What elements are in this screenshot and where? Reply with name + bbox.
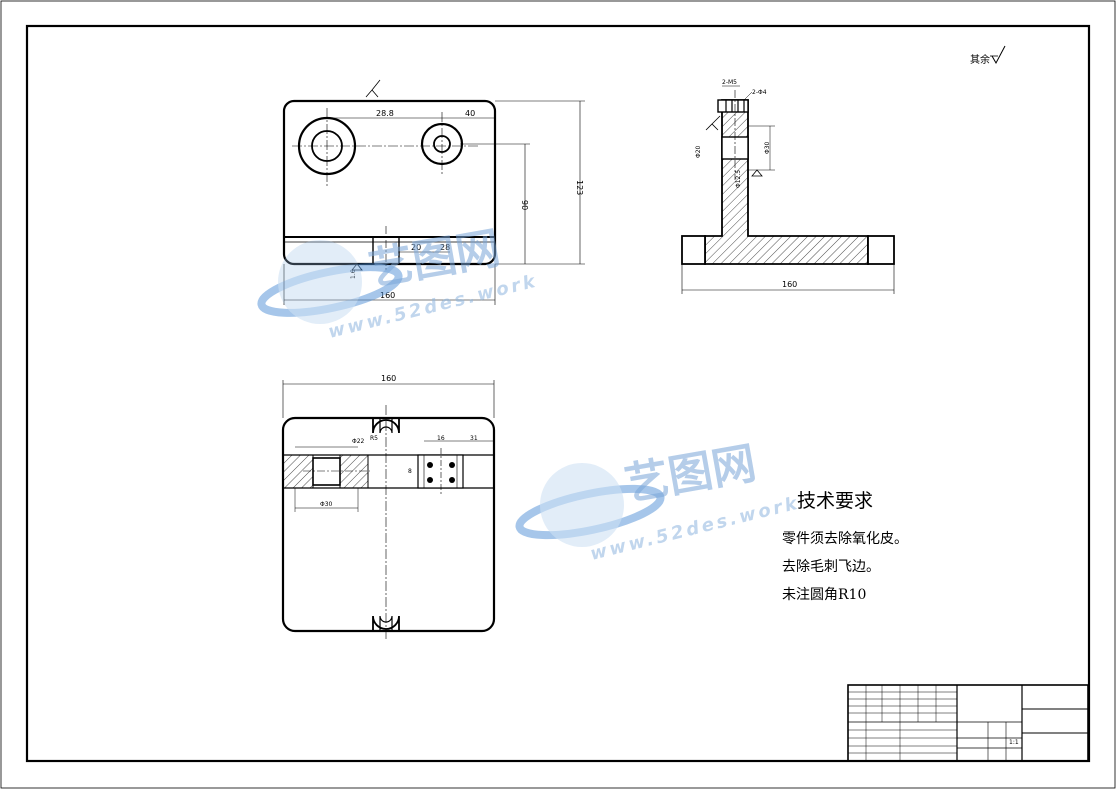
roughness-symbol-icon	[991, 45, 1006, 65]
svg-text:31: 31	[470, 435, 478, 442]
svg-text:艺图网: 艺图网	[621, 438, 760, 511]
svg-text:160: 160	[380, 291, 395, 300]
svg-text:Φ20: Φ20	[695, 145, 702, 158]
svg-text:28.8: 28.8	[376, 109, 394, 118]
svg-text:Φ30: Φ30	[320, 501, 333, 508]
side-view: 2-M5 2-Φ4 Φ20 Φ30 Φ12.5 160	[681, 79, 895, 294]
svg-text:28: 28	[440, 243, 450, 252]
inner-frame	[25, 24, 1091, 763]
requirements-title: 技术要求	[797, 490, 873, 512]
requirement-3: 未注圆角R10	[782, 587, 866, 603]
svg-text:Φ30: Φ30	[764, 141, 771, 154]
svg-text:R5: R5	[370, 435, 378, 442]
svg-text:其余: 其余	[970, 53, 990, 66]
svg-text:123: 123	[575, 180, 584, 195]
svg-text:Φ12.5: Φ12.5	[735, 170, 742, 188]
svg-text:1.6: 1.6	[350, 269, 357, 279]
title-block: 1:1	[847, 684, 1089, 762]
svg-text:2-M5: 2-M5	[722, 79, 737, 86]
svg-text:2-Φ4: 2-Φ4	[752, 89, 767, 96]
roughness-note: 其余	[970, 45, 1006, 66]
technical-requirements: 技术要求 零件须去除氧化皮。 去除毛刺飞边。 未注圆角R10	[782, 490, 908, 603]
watermark-globe-icon	[515, 463, 665, 547]
svg-text:Φ22: Φ22	[352, 438, 365, 445]
svg-text:8: 8	[408, 468, 412, 475]
requirement-1: 零件须去除氧化皮。	[782, 531, 908, 547]
svg-text:160: 160	[782, 280, 797, 289]
watermark-globe-icon	[257, 240, 403, 324]
svg-text:20: 20	[411, 243, 421, 252]
svg-text:40: 40	[465, 109, 475, 118]
roughness-mark-icon	[751, 169, 763, 177]
requirement-2: 去除毛刺飞边。	[782, 559, 880, 575]
svg-text:16: 16	[437, 435, 445, 442]
svg-text:160: 160	[381, 374, 396, 383]
svg-text:90: 90	[520, 200, 529, 210]
svg-text:1:1: 1:1	[1009, 739, 1019, 746]
roughness-mark-icon	[365, 79, 381, 98]
watermark: 艺图网 www.52des.work 艺图网 www.52des.work	[257, 223, 802, 565]
top-view: 28.8 40 123 90 20 28 160 1.6	[282, 79, 585, 305]
roughness-mark-icon	[705, 115, 721, 131]
front-view: 160 R5 Φ22 16 31 8 Φ30	[281, 374, 496, 640]
